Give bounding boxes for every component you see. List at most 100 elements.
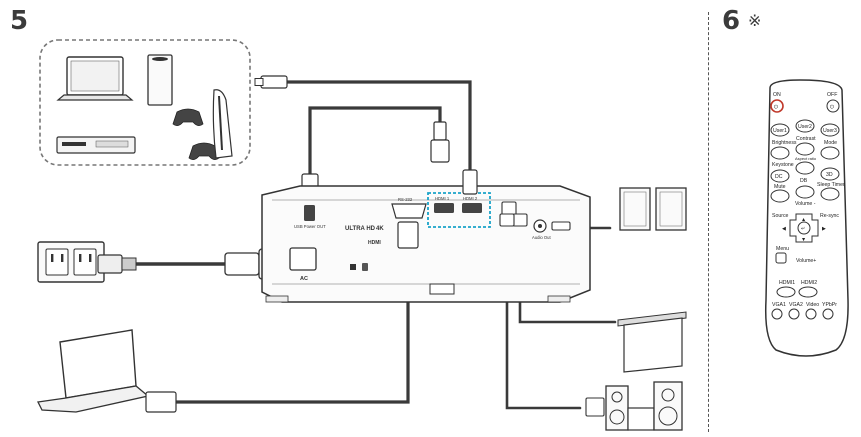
aspect-ratio-label: Aspect ratio (795, 156, 817, 161)
mute-label: Mute (774, 184, 786, 190)
user2-label: User2 (798, 124, 812, 130)
ac-label: AC (300, 276, 308, 282)
remote-off-label: OFF (827, 92, 837, 98)
ultrahd-logo: ULTRA HD (345, 226, 376, 232)
rs232-label: RS-232 (398, 197, 413, 202)
bluray-player-icon (56, 136, 136, 154)
hdmi2-port (462, 203, 482, 213)
volume-minus-label: Volume - (795, 201, 816, 207)
power-on-button[interactable] (770, 99, 784, 113)
rs232-port (391, 203, 427, 219)
step-5-number: 5 (10, 6, 29, 36)
down-arrow-icon: ▼ (801, 237, 806, 243)
sleep-timer-button[interactable] (820, 187, 840, 201)
stereo-system-icon (585, 381, 683, 431)
mode-label: Mode (824, 140, 837, 146)
video-button[interactable] (805, 308, 817, 320)
contrast-button[interactable] (795, 142, 815, 156)
hdmi1-port (434, 203, 454, 213)
resync-label: Re-sync (820, 213, 839, 219)
laptop-pc-icon (37, 329, 177, 413)
lock-icon (362, 263, 368, 271)
projection-screen-icon (617, 311, 687, 373)
vga2-label: VGA2 (789, 302, 803, 308)
game-console-vertical-icon (212, 89, 233, 159)
up-arrow-icon: ▲ (801, 217, 806, 223)
ypbpr-label: YPbPr (822, 302, 837, 308)
ypbpr-button[interactable] (822, 308, 834, 320)
usb-power-label: USB Power OUT (294, 224, 326, 229)
menu-label: Menu (776, 246, 789, 252)
dc-label: DC (775, 174, 783, 180)
hdmi-plug-icon (254, 75, 288, 89)
user1-label: User1 (773, 128, 787, 134)
menu-button[interactable] (775, 252, 787, 264)
user2-button[interactable] (795, 119, 815, 133)
step-6-number: 6 (722, 6, 741, 36)
hdmi1-label: HDMI1 (779, 280, 795, 286)
source-label: Source (772, 213, 789, 219)
hdmi1-label: HDMI 1 (435, 196, 450, 201)
power-off-button[interactable] (826, 99, 840, 113)
laptop-icon (56, 56, 134, 101)
hdmi-logo: HDMI (368, 240, 381, 246)
hdmi-cable (285, 80, 472, 192)
usb-power-port (304, 205, 315, 221)
keystone-button[interactable] (770, 169, 790, 183)
hdmi2-label: HDMI2 (801, 280, 817, 286)
db-label: DB (800, 178, 808, 184)
hdmi2-button[interactable] (798, 286, 818, 298)
step-6-reference-mark: ※ (748, 11, 762, 30)
power-off-icon: ⏻ (830, 105, 834, 111)
wall-outlet-icon (37, 241, 105, 283)
sleep-timer-label: Sleep Timer (817, 182, 845, 188)
remote-control: ON ⏻ OFF ⏻ User1 User2 User3 Brightness … (764, 79, 849, 357)
user1-button[interactable] (770, 123, 790, 137)
usb-power-cable (308, 106, 442, 187)
enter-button[interactable] (797, 221, 811, 235)
hdmi-ports-highlight (427, 192, 491, 228)
game-console-tower-icon (147, 54, 173, 106)
mode-button[interactable] (820, 146, 840, 160)
mute-button[interactable] (770, 189, 790, 203)
security-slot-icon (350, 264, 356, 270)
hdmi-plug-in-port (462, 169, 478, 195)
4k-logo: 4K (376, 226, 384, 232)
3d-label: 3D (826, 172, 833, 178)
user3-button[interactable] (820, 123, 840, 137)
gamepad-icon (172, 108, 220, 160)
vga-plug-icon (397, 221, 419, 249)
trigger-plug-icon (512, 213, 528, 227)
aspect-ratio-button[interactable] (795, 161, 815, 175)
ac-inlet (289, 247, 317, 271)
vga-plug-laptop-icon (145, 391, 177, 413)
section-divider (708, 12, 709, 432)
vga1-button[interactable] (771, 308, 783, 320)
hdmi1-button[interactable] (776, 286, 796, 298)
video-label: Video (806, 302, 819, 308)
power-on-icon: ⏻ (774, 105, 778, 111)
hdmi2-label: HDMI 2 (463, 196, 478, 201)
audio-plug-icon (499, 213, 515, 227)
audio-out-plug-icon (551, 221, 571, 231)
enter-icon: ↵ (801, 226, 805, 232)
brightness-label: Brightness (772, 140, 797, 146)
remote-on-label: ON (773, 92, 781, 98)
volume-minus-button[interactable] (795, 185, 815, 199)
contrast-label: Contrast (796, 136, 816, 142)
user3-label: User3 (823, 128, 837, 134)
devices-group-border (39, 39, 251, 166)
3d-button[interactable] (820, 167, 840, 181)
right-arrow-icon: ▶ (822, 226, 826, 232)
brightness-button[interactable] (770, 146, 790, 160)
source-devices-group (39, 39, 251, 166)
speakers-icon (619, 187, 687, 231)
power-plug-icon (97, 254, 137, 274)
vga2-button[interactable] (788, 308, 800, 320)
keystone-label: Keystone (772, 162, 794, 168)
usb-plug-icon (430, 121, 450, 163)
projector-back-panel: USB Power OUT ULTRA HD 4K HDMI RS-232 HD… (261, 185, 591, 303)
vga1-label: VGA1 (772, 302, 786, 308)
